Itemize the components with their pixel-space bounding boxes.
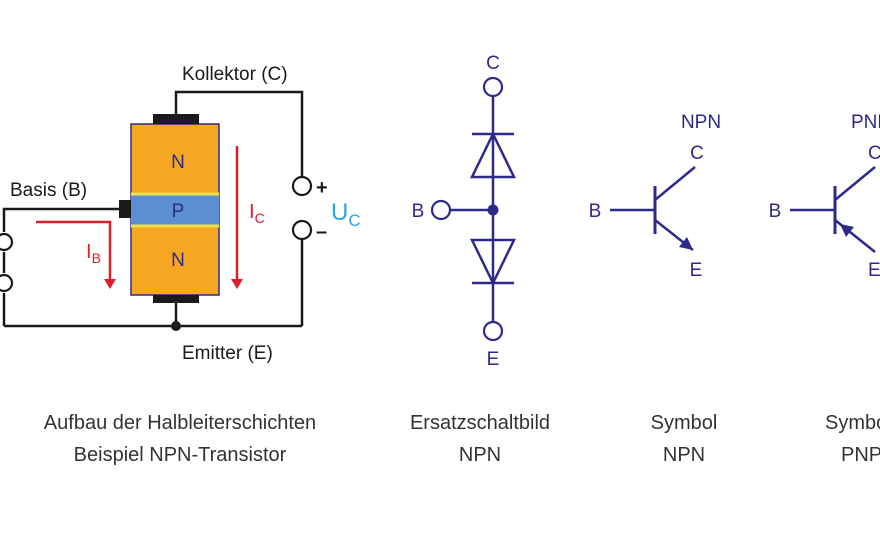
emitter-contact [153,295,199,303]
equivalent-e-label: E [487,349,500,370]
layer-p: P [172,201,185,222]
pnp-caption-line1: Symbol [825,412,880,434]
equivalent-wiring [450,96,514,322]
equivalent-base-node [487,204,499,216]
npn-e-label: E [690,260,703,281]
pnp-symbol-panel: PNP C B E Symbol PNP [769,112,880,466]
p-layer [131,193,219,227]
npn-symbol-lines [610,166,696,251]
base-terminal-bottom [0,273,14,293]
diode-base-emitter [469,238,517,286]
npn-c-label: C [690,143,704,164]
pnp-e-label: E [868,260,880,281]
base-label: Basis (B) [10,180,87,201]
npn-b-label: B [589,201,602,222]
structure-caption-line2: Beispiel NPN-Transistor [74,444,287,466]
emitter-label: Emitter (E) [182,343,273,364]
equivalent-circuit-panel: C B E Ersatzschaltbild NPN [410,53,550,466]
npn-symbol-panel: NPN C B E Symbol NPN [589,112,721,466]
collector-terminal-plus [291,175,313,197]
uc-plus: + [316,177,328,199]
npn-emitter-arrow [679,237,693,250]
equivalent-b-label: B [412,201,425,222]
uc-label: UC [331,199,361,230]
base-terminal-top [0,232,14,252]
equivalent-caption-line1: Ersatzschaltbild [410,412,550,434]
npn-caption-line2: NPN [663,444,705,466]
base-current-arrow [36,220,116,289]
pnp-c-label: C [868,143,880,164]
npn-caption-line1: Symbol [651,412,718,434]
pnp-symbol-lines [790,166,876,253]
equivalent-c-label: C [486,53,500,74]
layer-structure-panel: N P N Kollektor (C) Basis (B) Emitter (E… [0,64,361,466]
pnp-title: PNP [851,112,880,133]
diode-collector-base [469,131,517,179]
collector-contact [153,114,199,124]
collector-label: Kollektor (C) [182,64,288,85]
equivalent-c-terminal [482,76,504,98]
npn-title: NPN [681,112,721,133]
uc-minus: – [316,221,327,243]
pnp-b-label: B [769,201,782,222]
base-contact [119,200,131,218]
layer-n-bottom: N [171,250,185,271]
equivalent-caption-line2: NPN [459,444,501,466]
structure-wiring [2,90,304,328]
pnp-caption-line2: PNP [841,444,880,466]
ib-label: IB [86,241,101,266]
collector-terminal-minus [291,219,313,241]
pnp-emitter-arrow [840,224,854,237]
emitter-junction-dot [171,321,181,331]
equivalent-b-terminal [430,199,452,221]
ic-label: IC [249,201,265,226]
layer-n-top: N [171,152,185,173]
equivalent-e-terminal [482,320,504,342]
structure-caption-line1: Aufbau der Halbleiterschichten [44,412,316,434]
